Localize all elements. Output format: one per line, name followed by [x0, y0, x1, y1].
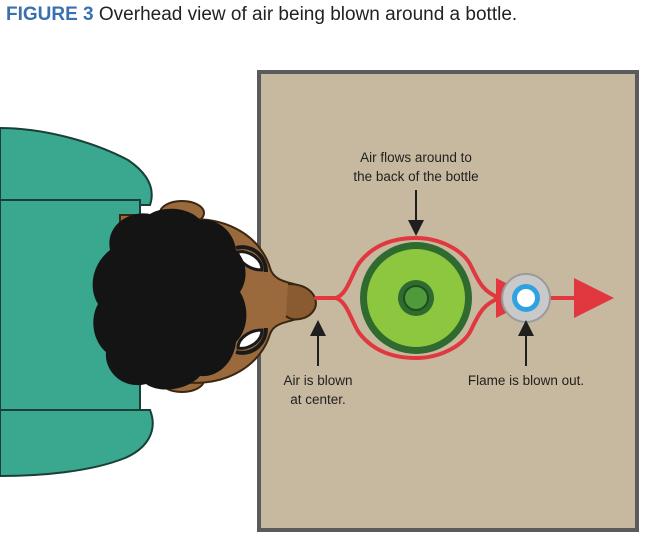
nose — [285, 283, 317, 321]
shirt-shoulder-bottom — [0, 409, 154, 478]
figure-title: Overhead view of air being blown around … — [98, 4, 518, 25]
bottle-cap — [403, 285, 429, 311]
airflow-around-bottom — [334, 296, 502, 361]
shirt-shoulder-top — [0, 126, 153, 206]
hair — [92, 208, 247, 390]
figure-caption: FIGURE 3 Overhead view of air being blow… — [6, 4, 642, 26]
label-top-line2: the back of the bottle — [353, 169, 478, 184]
flame-center — [517, 289, 535, 307]
airflow-streams — [314, 235, 614, 361]
airflow-around-top — [334, 235, 502, 300]
figure-label: FIGURE 3 — [6, 4, 94, 25]
person-figure — [0, 126, 317, 478]
eye-bottom — [235, 327, 268, 355]
label-right: Flame is blown out. — [468, 373, 584, 388]
label-left-line2: at center. — [290, 392, 346, 407]
bottle — [360, 242, 472, 354]
candle — [501, 273, 551, 323]
label-left-line1: Air is blown — [283, 373, 352, 388]
label-top-line1: Air flows around to — [360, 150, 472, 165]
